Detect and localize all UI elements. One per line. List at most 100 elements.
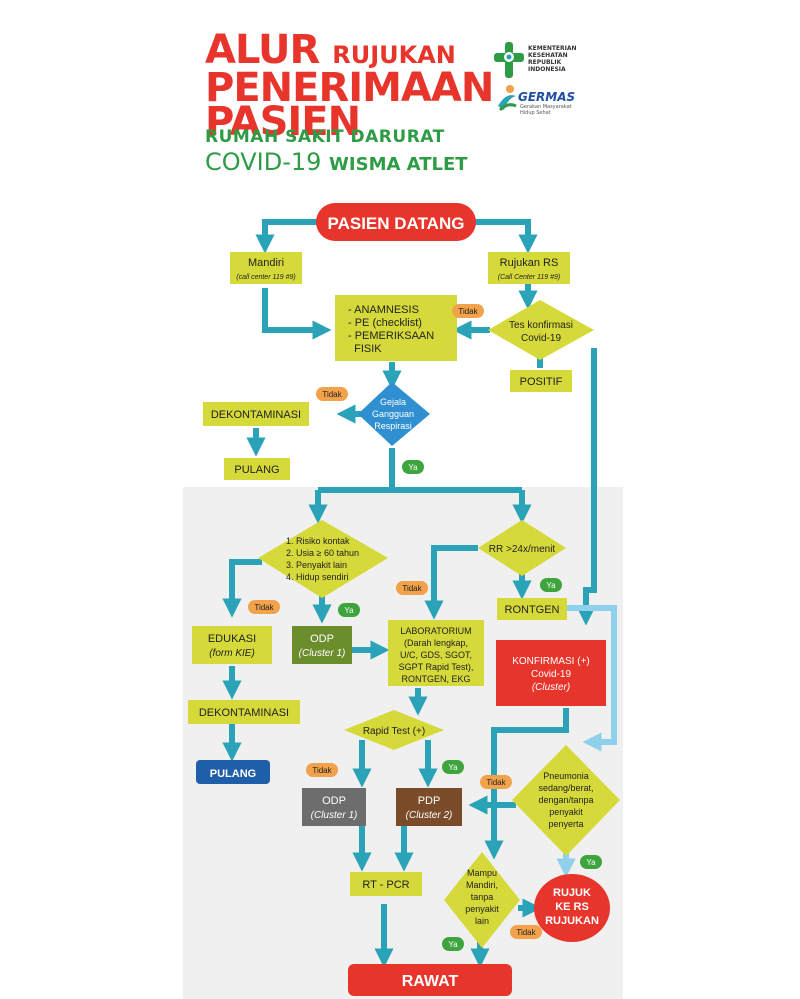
node-rawat bbox=[348, 964, 512, 996]
text-mandiri: Mandiri bbox=[248, 257, 284, 269]
kemenkes-line-1: KEMENTERIAN bbox=[528, 45, 577, 52]
tag-tidak-mampu bbox=[510, 925, 542, 939]
arrow-gejala-split bbox=[318, 448, 522, 493]
tag-ya-rr bbox=[540, 578, 562, 592]
node-tes-konfirmasi bbox=[488, 300, 594, 360]
node-pasien-datang bbox=[316, 203, 476, 241]
text-pulang-left: PULANG bbox=[210, 768, 256, 780]
text-lab-4: SGPT Rapid Test), bbox=[399, 662, 474, 672]
text-anamnesis-3: - PEMERIKSAAN bbox=[348, 330, 434, 342]
tag-ya-pneumonia-text: Ya bbox=[586, 858, 596, 867]
tag-tidak-mampu-text: Tidak bbox=[516, 928, 536, 937]
arrow-datang-rujukan bbox=[474, 219, 538, 254]
tag-tidak-rr bbox=[396, 581, 428, 595]
node-rt-pcr bbox=[350, 872, 422, 896]
text-odp-top: ODP bbox=[310, 633, 334, 645]
text-mampu-5: lain bbox=[475, 916, 489, 926]
tag-ya-gejala bbox=[402, 460, 424, 474]
text-risiko-3: 3. Penyakit lain bbox=[286, 560, 347, 570]
node-pulang-left bbox=[196, 760, 270, 784]
text-lab-2: (Darah lengkap, bbox=[404, 638, 468, 648]
arrow-rontgen-pneumonia bbox=[566, 605, 617, 752]
germas-subtext: Gerakan Masyarakat Hidup Sehat bbox=[520, 104, 572, 116]
tag-tidak-risiko-text: Tidak bbox=[254, 603, 274, 612]
tag-ya-gejala-text: Ya bbox=[408, 463, 418, 472]
text-pulang-top: PULANG bbox=[234, 464, 279, 476]
text-lab-5: RONTGEN, EKG bbox=[401, 674, 470, 684]
kemenkes-line-2: KESEHATAN bbox=[528, 52, 568, 59]
text-tes-1: Tes konfirmasi bbox=[509, 320, 573, 331]
kemenkes-logo-icon bbox=[494, 40, 524, 80]
node-rujukan-rs bbox=[488, 252, 570, 284]
text-mampu-3: tanpa bbox=[471, 892, 494, 902]
tag-tidak-pneumonia bbox=[480, 775, 512, 789]
text-rontgen: RONTGEN bbox=[505, 604, 560, 616]
node-rontgen bbox=[497, 598, 567, 620]
tag-tidak-rapid bbox=[306, 763, 338, 777]
node-odp-cluster1-bottom bbox=[302, 788, 366, 826]
text-mampu-2: Mandiri, bbox=[466, 880, 498, 890]
arrow-datang-mandiri bbox=[255, 219, 318, 254]
text-edukasi-sub: (form KIE) bbox=[209, 648, 255, 659]
germas-figure-icon bbox=[496, 84, 518, 114]
text-konfirmasi-3: (Cluster) bbox=[532, 682, 570, 693]
text-gejala-1: Gejala bbox=[380, 397, 406, 407]
text-dekontaminasi-top: DEKONTAMINASI bbox=[211, 409, 301, 421]
tag-tidak-rr-text: Tidak bbox=[402, 584, 422, 593]
kemenkes-line-4: INDONESIA bbox=[528, 66, 566, 73]
text-risiko-4: 4. Hidup sendiri bbox=[286, 572, 349, 582]
tag-tidak-risiko bbox=[248, 600, 280, 614]
germas-sub-line-1: Gerakan Masyarakat bbox=[520, 104, 572, 110]
text-rujuk-1: RUJUK bbox=[553, 887, 591, 899]
text-konfirmasi-2: Covid-19 bbox=[531, 669, 571, 680]
arrow-rr-laboratorium bbox=[424, 545, 478, 620]
node-dekontaminasi-left bbox=[188, 700, 300, 724]
title-line-2: PENERIMAAN bbox=[205, 65, 494, 111]
text-pneumonia-1: Pneumonia bbox=[543, 771, 589, 781]
node-rapid-test bbox=[344, 710, 444, 750]
text-rr: RR >24x/menit bbox=[489, 544, 556, 555]
kemenkes-text: KEMENTERIAN KESEHATAN REPUBLIK INDONESIA bbox=[528, 45, 577, 73]
node-konfirmasi bbox=[496, 640, 606, 706]
node-edukasi bbox=[192, 626, 272, 664]
text-dekontaminasi-left: DEKONTAMINASI bbox=[199, 707, 289, 719]
text-pneumonia-3: dengan/tanpa bbox=[538, 795, 593, 805]
subtitle-covid: COVID-19 bbox=[205, 148, 322, 176]
arrow-tes-konfirmasi-long bbox=[576, 348, 597, 626]
tag-ya-risiko-text: Ya bbox=[344, 606, 354, 615]
tag-tidak-gejala bbox=[316, 387, 348, 401]
text-pneumonia-2: sedang/berat, bbox=[538, 783, 593, 793]
node-risiko bbox=[258, 520, 388, 598]
text-pdp-sub: (Cluster 2) bbox=[406, 810, 453, 821]
germas-sub-line-2: Hidup Sehat bbox=[520, 110, 551, 116]
text-lab-3: U/C, GDS, SGOT, bbox=[400, 650, 472, 660]
subtitle-wisma: WISMA ATLET bbox=[329, 154, 468, 175]
text-lab-1: LABORATORIUM bbox=[400, 626, 471, 636]
tag-ya-mampu-text: Ya bbox=[448, 940, 458, 949]
text-rujukan-rs-sub: (Call Center 119 #9) bbox=[498, 274, 561, 281]
text-positif: POSITIF bbox=[520, 376, 563, 388]
text-odp-bottom: ODP bbox=[322, 795, 346, 807]
text-anamnesis-1: - ANAMNESIS bbox=[348, 304, 419, 316]
arrow-risiko-edukasi bbox=[222, 559, 262, 618]
text-mampu-1: Mampu bbox=[467, 868, 497, 878]
node-mandiri bbox=[230, 252, 302, 284]
tag-tidak-gejala-text: Tidak bbox=[322, 390, 342, 399]
title-rujukan: RUJUKAN bbox=[332, 41, 456, 69]
text-mandiri-sub: (call center 119 #9) bbox=[236, 274, 295, 281]
node-mampu-mandiri bbox=[444, 852, 520, 948]
text-pdp: PDP bbox=[418, 795, 441, 807]
node-pdp-cluster2 bbox=[396, 788, 462, 826]
tag-tidak-rapid-text: Tidak bbox=[312, 766, 332, 775]
title-line-1: ALUR RUJUKAN bbox=[205, 30, 456, 70]
node-laboratorium bbox=[388, 620, 484, 686]
tag-tidak-pneumonia-text: Tidak bbox=[486, 778, 506, 787]
text-pasien-datang: PASIEN DATANG bbox=[328, 214, 465, 233]
text-edukasi: EDUKASI bbox=[208, 633, 256, 645]
subtitle-line-1: RUMAH SAKIT DARURAT bbox=[205, 127, 445, 147]
tag-ya-rapid bbox=[442, 760, 464, 774]
text-rt-pcr: RT - PCR bbox=[362, 879, 409, 891]
node-rr bbox=[478, 520, 566, 576]
text-gejala-2: Gangguan bbox=[372, 409, 414, 419]
